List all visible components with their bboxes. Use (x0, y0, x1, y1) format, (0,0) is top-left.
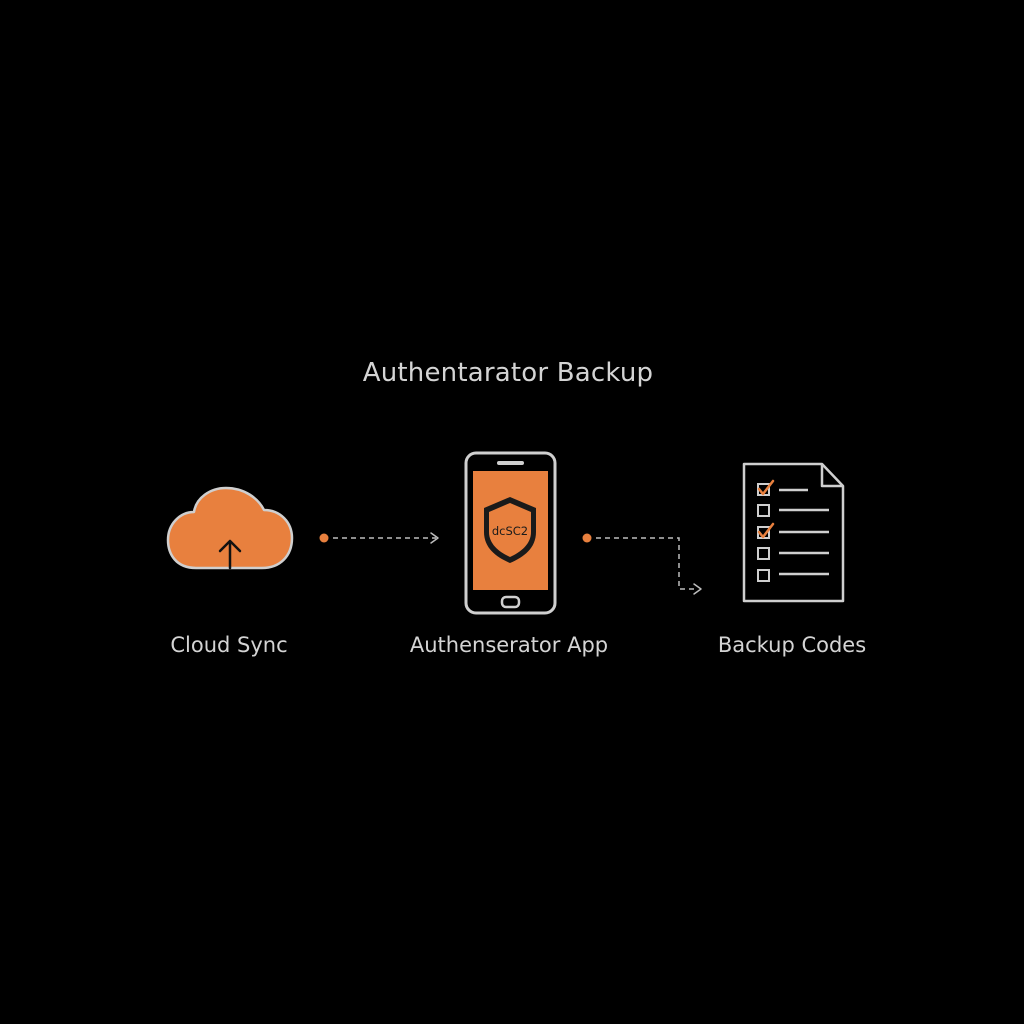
checklist-row (757, 547, 829, 560)
checklist-row (757, 522, 829, 539)
phone-home-button (500, 595, 521, 609)
phone-speaker (497, 461, 524, 465)
connector-cloud-to-app (319, 532, 439, 544)
shield-text: dcSC2 (492, 524, 528, 538)
checklist-document-icon (742, 462, 845, 603)
checklist-row (757, 504, 829, 517)
arrowhead (693, 583, 702, 595)
smartphone-shield-icon: dcSC2 (464, 451, 557, 615)
connector-start-dot (582, 533, 592, 543)
node-label-cloud-sync: Cloud Sync (170, 633, 288, 657)
checklist-row (757, 479, 808, 496)
arrowhead (430, 532, 439, 544)
checklist-row (757, 569, 829, 582)
checkmark-icon (757, 479, 775, 496)
node-label-authenticator-app: Authenserator App (409, 633, 609, 657)
diagram-title: Authentarator Backup (362, 358, 654, 388)
connector-app-to-codes (582, 533, 702, 595)
node-label-backup-codes: Backup Codes (717, 633, 867, 657)
cloud-upload-icon (166, 486, 294, 570)
connector-start-dot (319, 533, 329, 543)
checkmark-icon (757, 522, 775, 539)
